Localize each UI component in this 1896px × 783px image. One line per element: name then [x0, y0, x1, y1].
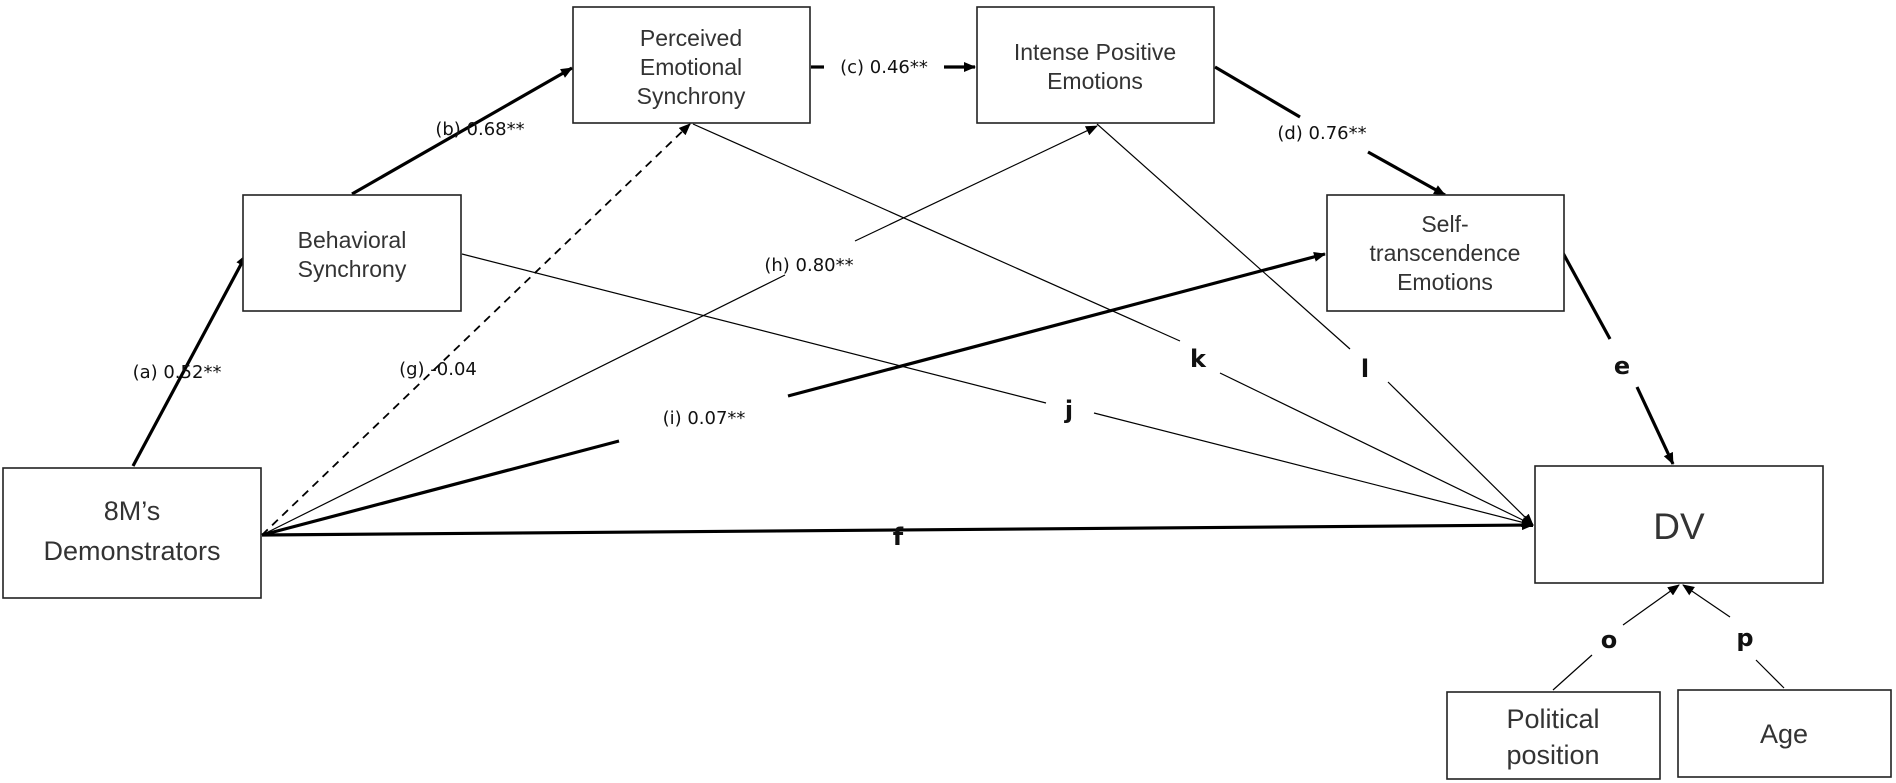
- path-e-label: e: [1614, 352, 1630, 380]
- path-o-arrow: [1622, 584, 1680, 626]
- path-e-line: [1561, 252, 1612, 340]
- node-age: Age: [1677, 689, 1892, 778]
- path-p-line: [1755, 659, 1785, 689]
- path-b-label: (b) 0.68**: [435, 119, 524, 140]
- path-k-label: k: [1190, 345, 1207, 373]
- path-h-label: (h) 0.80**: [764, 255, 853, 276]
- path-k-line: [692, 123, 1181, 342]
- path-o-line: [1552, 654, 1593, 691]
- node-perceived-line2: Emotional: [640, 54, 742, 80]
- path-l-label: l: [1361, 355, 1369, 383]
- path-d-arrow: [1367, 150, 1446, 197]
- node-political-line2: position: [1506, 740, 1599, 770]
- node-dv: DV: [1534, 465, 1824, 584]
- path-p-label: p: [1736, 624, 1753, 652]
- node-intense-positive-emotions: Intense Positive Emotions: [976, 6, 1215, 124]
- path-p-arrow: [1682, 584, 1731, 618]
- path-d-label: (d) 0.76**: [1277, 123, 1366, 144]
- node-self-transcendence-line1: Self-: [1421, 211, 1468, 237]
- path-f-line: [261, 520, 1534, 537]
- path-l-arrow: [1387, 381, 1534, 526]
- path-g-label: (g) -0.04: [399, 359, 477, 380]
- node-perceived-emotional-synchrony: Perceived Emotional Synchrony: [572, 6, 811, 124]
- path-f-label: f: [893, 523, 904, 551]
- node-perceived-line1: Perceived: [640, 25, 742, 51]
- path-h-arrow: [854, 125, 1098, 242]
- node-intense-line2: Emotions: [1047, 68, 1143, 94]
- path-c-label: (c) 0.46**: [840, 57, 928, 78]
- node-demonstrators-line2: Demonstrators: [43, 536, 220, 566]
- path-i-line: [261, 439, 620, 537]
- path-e-arrow: [1635, 386, 1675, 465]
- path-a-label: (a) 0.52**: [133, 362, 222, 383]
- path-j-arrow: [1093, 412, 1534, 528]
- node-behavioral-synchrony: Behavioral Synchrony: [242, 194, 462, 312]
- path-j-line: [461, 253, 1047, 404]
- node-political-line1: Political: [1506, 704, 1599, 734]
- node-self-transcendence-line3: Emotions: [1397, 269, 1493, 295]
- node-behavioral-line2: Synchrony: [298, 256, 407, 282]
- path-o-label: o: [1601, 626, 1618, 654]
- path-h-line: [261, 274, 786, 536]
- path-k-arrow: [1219, 372, 1534, 526]
- path-a-line: [131, 254, 248, 467]
- path-g-line: [261, 123, 691, 536]
- node-self-transcendence-emotions: Self- transcendence Emotions: [1326, 194, 1565, 312]
- node-behavioral-line1: Behavioral: [298, 227, 407, 253]
- path-j-label: j: [1064, 396, 1073, 424]
- path-b-line: [351, 66, 573, 196]
- path-i-label: (i) 0.07**: [663, 408, 746, 429]
- path-d-line: [1214, 65, 1301, 119]
- node-political-position: Political position: [1446, 691, 1661, 780]
- node-dv-label: DV: [1653, 506, 1705, 547]
- node-perceived-line3: Synchrony: [637, 83, 746, 109]
- node-demonstrators-line1: 8M’s: [104, 496, 161, 526]
- path-i-arrow: [787, 251, 1326, 398]
- node-demonstrators: 8M’s Demonstrators: [2, 467, 262, 599]
- path-l-line: [1096, 123, 1351, 350]
- node-age-label: Age: [1760, 719, 1808, 749]
- node-intense-line1: Intense Positive: [1014, 39, 1176, 65]
- node-self-transcendence-line2: transcendence: [1370, 240, 1521, 266]
